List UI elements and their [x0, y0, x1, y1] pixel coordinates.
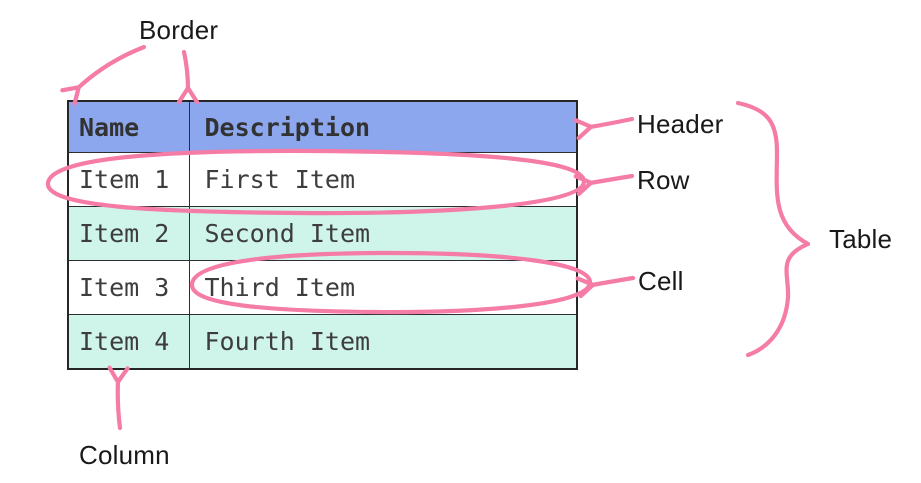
cell-name-3: Item 3 — [67, 260, 190, 315]
cell-description-4: Fourth Item — [188, 314, 578, 370]
cell-name-2: Item 2 — [67, 206, 190, 261]
table-label: Table — [829, 224, 893, 254]
header-label: Header — [637, 109, 724, 139]
cell-name-4: Item 4 — [67, 314, 190, 370]
column-header-name: Name — [67, 100, 190, 153]
border-arrow-diagonal — [60, 44, 147, 106]
cell-label: Cell — [638, 266, 684, 296]
border-label: Border — [139, 15, 219, 45]
column-label: Column — [79, 440, 170, 470]
cell-arrow — [575, 275, 636, 299]
border-arrow-vertical — [176, 49, 200, 105]
row-arrow — [573, 173, 635, 197]
example-table: Name Description Item 1 First Item Item … — [67, 100, 578, 370]
table-row: Item 1 First Item — [67, 152, 578, 207]
table-row: Item 4 Fourth Item — [67, 314, 578, 370]
table-header-row: Name Description — [67, 100, 578, 153]
row-label: Row — [637, 165, 690, 195]
cell-description-1: First Item — [188, 152, 578, 207]
table-brace — [735, 100, 811, 358]
column-header-description: Description — [188, 100, 578, 153]
cell-description-3: Third Item — [188, 260, 578, 315]
header-arrow — [573, 116, 635, 141]
table-row: Item 2 Second Item — [67, 206, 578, 261]
cell-name-1: Item 1 — [67, 152, 190, 207]
cell-description-2: Second Item — [188, 206, 578, 261]
column-arrow — [107, 365, 130, 431]
table-row: Item 3 Third Item — [67, 260, 578, 315]
